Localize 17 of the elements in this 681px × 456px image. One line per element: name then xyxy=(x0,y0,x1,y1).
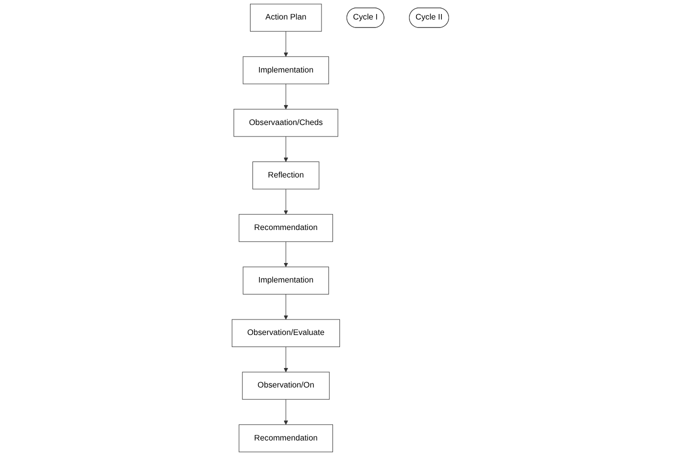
arrow xyxy=(284,241,288,268)
node-box: Implementation xyxy=(242,56,330,84)
arrow xyxy=(284,399,288,425)
node-box: Action Plan xyxy=(250,4,322,32)
node-box: Recommendation xyxy=(238,424,334,452)
node-box: Observation/On xyxy=(242,372,330,400)
arrow xyxy=(284,84,288,110)
node-box: Observation/Evaluate xyxy=(232,319,340,348)
arrow xyxy=(284,188,288,215)
node-box: Observaation/Cheds xyxy=(234,108,338,137)
arrow xyxy=(284,346,288,372)
arrow xyxy=(284,136,288,162)
node-box: Reflection xyxy=(252,162,320,190)
node-box: Implementation xyxy=(242,266,330,294)
node-box: Recommendation xyxy=(238,214,334,242)
arrow xyxy=(284,294,288,320)
arrow xyxy=(284,31,288,57)
